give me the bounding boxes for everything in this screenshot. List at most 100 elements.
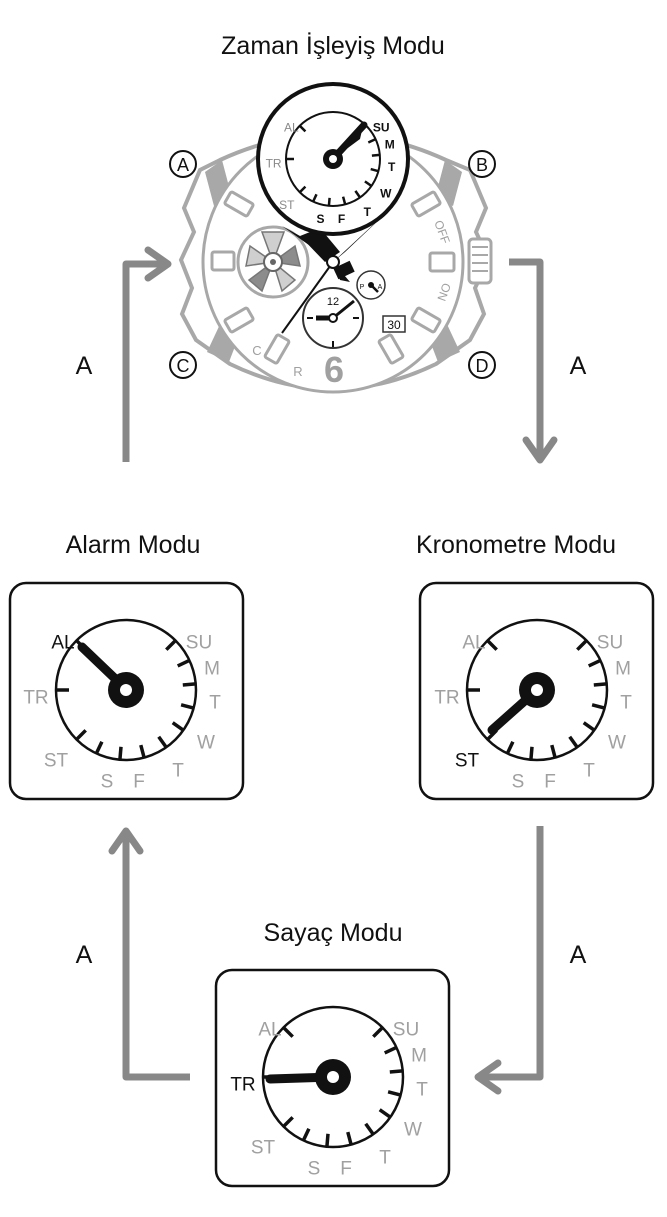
arrowhead-timekeeping-to-stopwatch (522, 436, 558, 464)
dial-tick (176, 658, 191, 668)
subdial-tick (298, 185, 307, 194)
dial-tick (582, 721, 596, 732)
dial-label-t1: T (620, 693, 632, 714)
dial-label-s: S (308, 1159, 321, 1180)
subdial-tick (298, 124, 307, 133)
dial-tick (171, 721, 185, 732)
stopwatch-mode-title: Kronometre Modu (416, 531, 616, 559)
dial-tick (372, 1026, 384, 1038)
bezel-c-label: C (252, 343, 261, 358)
dial-label-t1: T (209, 693, 221, 714)
hand-block-right (333, 260, 355, 280)
dial-tick (383, 1045, 398, 1055)
dial-label-t1: T (416, 1080, 428, 1101)
subdial-label-s: S (316, 212, 324, 226)
dial-label-su: SU (186, 633, 212, 654)
dial-label-st: ST (44, 751, 69, 772)
dial-tick (139, 744, 146, 759)
dial-tick (387, 1090, 402, 1097)
dial-tick (325, 1133, 330, 1147)
subdial-label-t2: T (364, 205, 372, 219)
dial-tick (568, 735, 579, 749)
dial-label-tr: TR (434, 688, 459, 709)
button-a-callout (169, 150, 197, 178)
dial-tick (157, 735, 168, 749)
dial-tick (282, 1116, 294, 1128)
dial-label-st: ST (251, 1138, 276, 1159)
dial-tick (75, 729, 87, 741)
dial-label-al: AL (51, 633, 74, 654)
dial-label-s: S (512, 772, 525, 793)
subdial-tick (364, 180, 373, 188)
arrow-alarm-to-timekeeping (122, 260, 168, 462)
press-a-label-right-bottom: A (570, 941, 587, 969)
button-callouts: A B C D (169, 150, 496, 379)
subdial-label-f: F (338, 212, 345, 226)
arrow-timekeeping-to-stopwatch (509, 258, 544, 460)
dial-tick (576, 639, 588, 651)
press-a-label-left-top: A (76, 352, 93, 380)
pa-label-p: P (360, 284, 365, 291)
button-c-callout (169, 351, 197, 379)
arrowhead-timer-to-alarm (108, 827, 144, 855)
alarm-dial-ticks (56, 639, 196, 760)
dial-tick (180, 703, 195, 710)
subdial-label-su: SU (373, 120, 390, 134)
dial-tick (550, 744, 557, 759)
numeral-six: 6 (324, 349, 344, 390)
dial-tick (165, 639, 177, 651)
dial-label-f: F (340, 1159, 352, 1180)
timer-dial-ticks (263, 1026, 403, 1147)
dial-tick (389, 1069, 403, 1074)
timer-mode-title: Sayaç Modu (264, 919, 403, 947)
dial-label-st: ST (455, 751, 480, 772)
dial-label-tr: TR (23, 688, 48, 709)
small-dial-ticks (307, 317, 359, 347)
dial-tick (346, 1131, 353, 1146)
arrow-stopwatch-to-timer (478, 826, 544, 1081)
button-b-label: B (476, 155, 488, 175)
dial-label-al: AL (462, 633, 485, 654)
hour-markers (210, 190, 456, 365)
dial-tick (118, 746, 123, 760)
dial-tick (282, 1026, 294, 1038)
dial-tick (486, 639, 498, 651)
subdial-tick (327, 197, 331, 206)
dial-tick (378, 1108, 392, 1119)
subdial-label-tr: TR (266, 157, 282, 171)
crown-ridges (472, 246, 488, 272)
dial-label-w: W (404, 1120, 422, 1141)
dial-tick (591, 703, 606, 710)
dial-tick (505, 740, 515, 755)
alarm-mode-title: Alarm Modu (66, 531, 201, 559)
hands-center (326, 255, 340, 269)
subdial-label-al: AL (284, 120, 299, 134)
dial-label-tr: TR (230, 1075, 255, 1096)
subdial-tick (341, 196, 347, 205)
dial-label-w: W (197, 733, 215, 754)
dial-label-t2: T (379, 1148, 391, 1169)
subdial-tick (354, 190, 362, 199)
subdial-label-w: W (380, 186, 392, 200)
watch-illustration: OFF ON C R 6 12 P A (178, 82, 493, 394)
bezel-on-label: ON (434, 281, 453, 303)
arrow-timer-to-alarm (122, 831, 190, 1081)
second-hand (281, 261, 334, 334)
subdial-tick (370, 167, 379, 173)
subdial-label-st: ST (279, 198, 295, 212)
dial-tick (301, 1127, 311, 1142)
timekeeping-mode-title: Zaman İşleyiş Modu (221, 31, 445, 60)
button-c-label: C (177, 356, 190, 376)
subdial-tick (311, 193, 318, 203)
dial-label-m: M (411, 1046, 427, 1067)
subdial-label-m: M (385, 138, 395, 152)
arrowhead-alarm-to-timekeeping (144, 246, 172, 282)
small-dial-twelve: 12 (327, 296, 339, 308)
